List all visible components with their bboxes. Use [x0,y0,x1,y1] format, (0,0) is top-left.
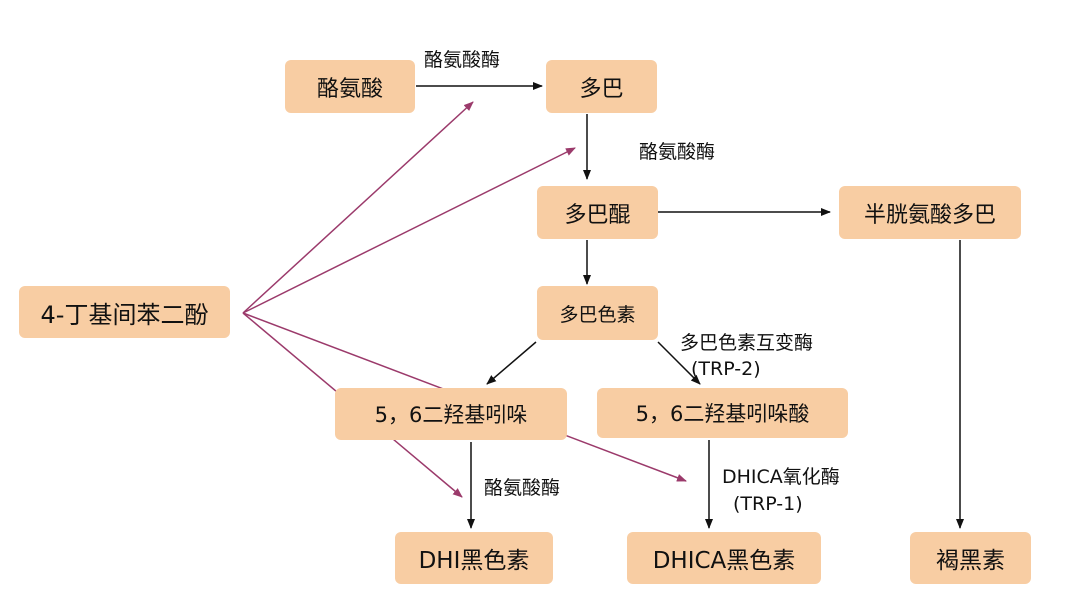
label-tyrosinase-3: 酪氨酸酶 [484,477,561,499]
label-dhica-oxidase-line1: DHICA氧化酶 [722,466,840,488]
node-pheomelanin: 褐黑素 [910,532,1031,584]
label-tyrosinase-1: 酪氨酸酶 [424,49,501,71]
node-dhica-melanin: DHICA黑色素 [627,532,821,584]
node-dopa: 多巴 [546,60,657,113]
node-dopachrome: 多巴色素 [537,286,658,340]
label-tautomerase-line1: 多巴色素互变酶 [680,332,814,354]
label-dhica-oxidase-line2: (TRP-1) [733,493,803,515]
node-butylresorcinol: 4-丁基间苯二酚 [19,286,230,338]
node-tyrosine: 酪氨酸 [285,60,415,113]
arrow-dopachrome-to-dhica [657,341,701,385]
node-dhi: 5，6二羟基吲哚 [335,388,567,440]
inhibit-arrow-dopa-step [242,147,576,314]
node-dhica: 5，6二羟基吲哚酸 [597,388,848,438]
node-cysteinyldopa: 半胱氨酸多巴 [839,186,1021,239]
label-tyrosinase-2: 酪氨酸酶 [639,141,716,163]
label-tautomerase-line2: (TRP-2) [691,358,761,380]
node-dhi-melanin: DHI黑色素 [395,532,553,584]
arrow-dopachrome-to-dhi [486,341,537,385]
node-dopaquinone: 多巴醌 [537,186,658,239]
inhibit-arrow-tyrosine-step [242,101,474,314]
